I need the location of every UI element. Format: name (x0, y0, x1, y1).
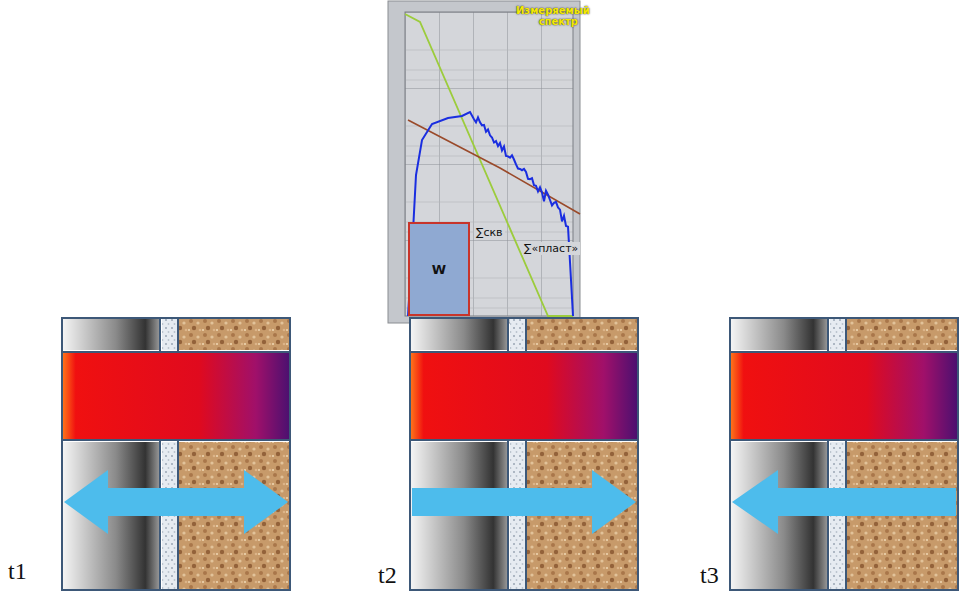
box-label: W (432, 262, 446, 277)
time-label: t1 (8, 558, 27, 585)
w-box: W (408, 222, 470, 316)
time-label: t2 (378, 562, 397, 589)
time-label: t3 (700, 562, 719, 589)
chart-title: Измеряемый спектр (516, 5, 578, 27)
sum-formation-label: ∑«пласт» (522, 242, 580, 255)
sum-well-label: ∑скв (474, 226, 505, 239)
